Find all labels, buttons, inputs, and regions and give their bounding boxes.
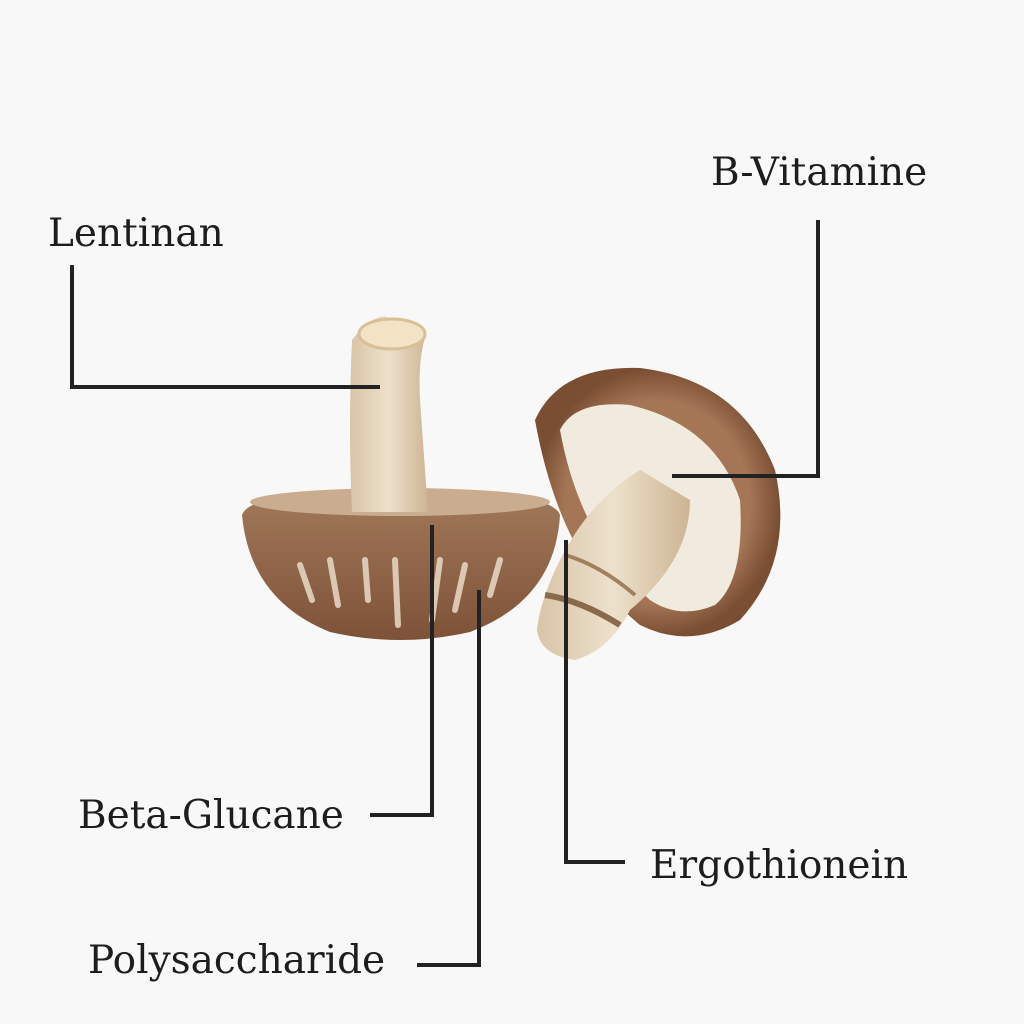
label-beta-glucane: Beta-Glucane <box>78 793 344 838</box>
right-mushroom <box>535 367 781 660</box>
label-polysaccharide: Polysaccharide <box>88 938 386 983</box>
polysaccharide-leader-line <box>417 590 481 967</box>
ergothionein-leader-line <box>564 540 625 864</box>
label-b-vitamine: B-Vitamine <box>711 150 928 195</box>
label-lentinan: Lentinan <box>48 211 224 256</box>
label-ergothionein: Ergothionein <box>650 843 909 888</box>
lentinan-leader-line <box>70 265 380 389</box>
b-vitamine-leader-line <box>672 220 820 478</box>
left-mushroom <box>242 316 560 640</box>
beta-glucane-leader-line <box>370 525 434 817</box>
